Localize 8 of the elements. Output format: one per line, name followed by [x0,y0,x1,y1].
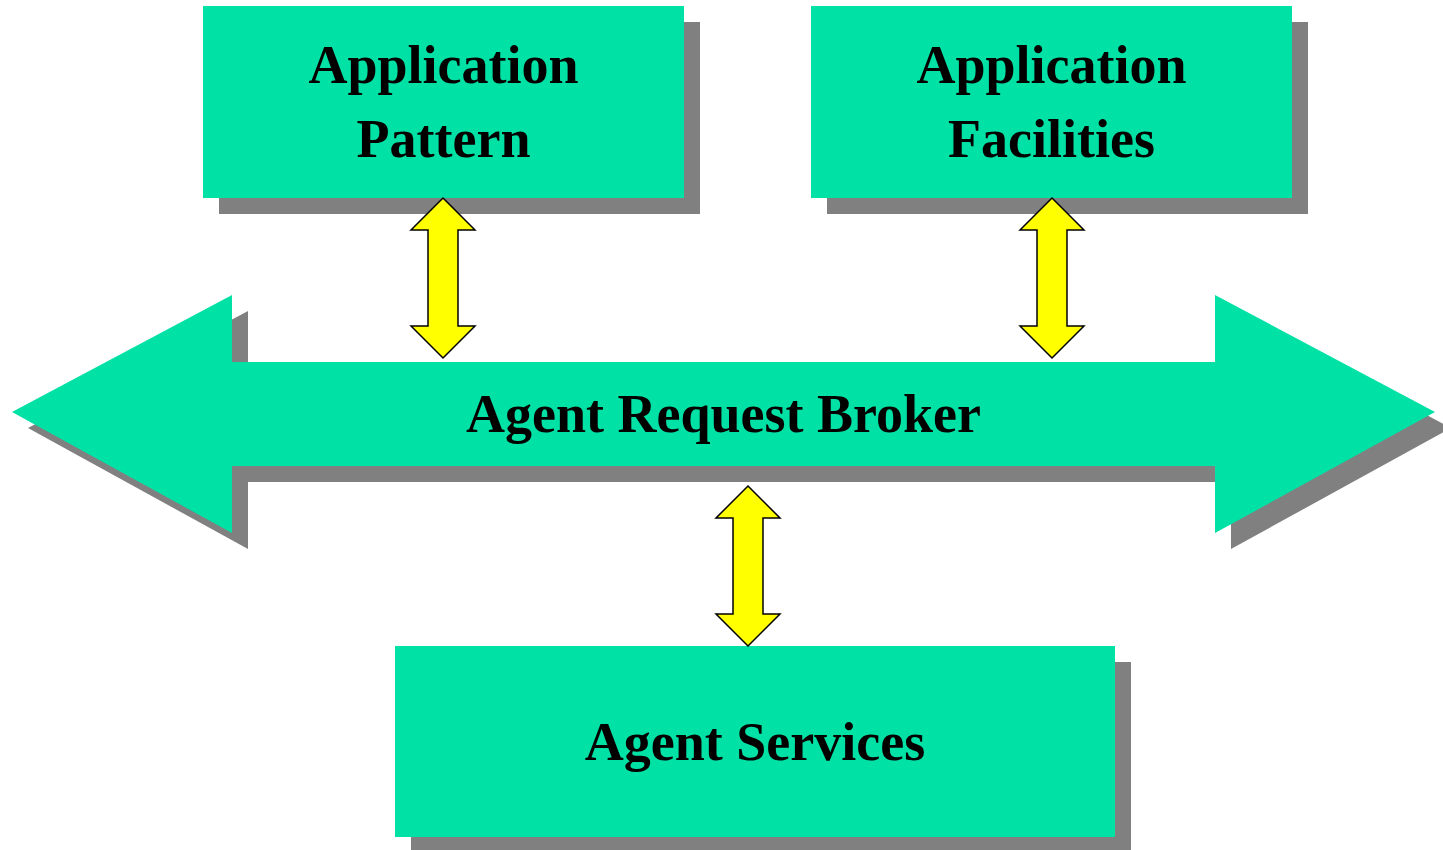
box-label: Application Pattern [307,34,580,171]
double-arrow-band [12,295,1435,533]
box-label: Agent Request Broker [466,383,981,446]
box-label: Application Facilities [915,34,1188,171]
double-block-arrow [714,484,782,648]
box-label: Agent Services [584,710,926,774]
double-block-arrow [1018,196,1086,360]
double-block-arrow [409,196,477,360]
